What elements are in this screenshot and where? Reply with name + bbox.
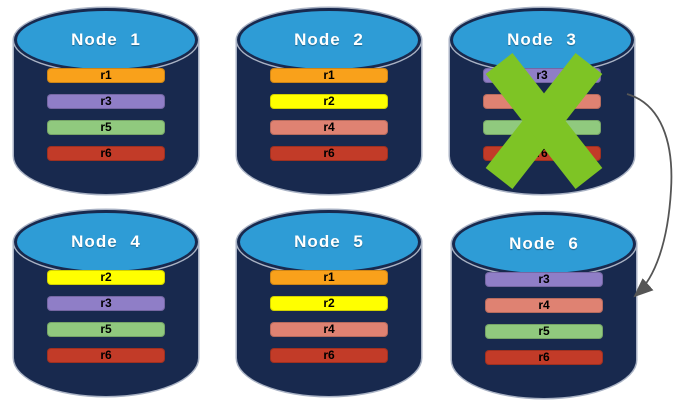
record-rows: r1 r2 r4 r6 bbox=[237, 68, 421, 161]
record-row: r2 bbox=[270, 94, 388, 109]
node-title: Node 3 bbox=[507, 30, 577, 49]
node-title: Node 1 bbox=[71, 30, 141, 49]
record-rows: r2 r3 r5 r6 bbox=[14, 270, 198, 363]
record-row: r6 bbox=[485, 350, 603, 365]
record-row: r4 bbox=[270, 322, 388, 337]
record-row: r4 bbox=[270, 120, 388, 135]
node-cylinder-2: Node 2 r1 r2 r4 r6 bbox=[237, 8, 421, 194]
record-row: r1 bbox=[270, 270, 388, 285]
record-row: r4 bbox=[485, 298, 603, 313]
cylinder-top: Node 4 bbox=[14, 210, 198, 274]
record-row: r6 bbox=[47, 348, 165, 363]
record-row: r3 bbox=[47, 94, 165, 109]
node-cylinder-5: Node 5 r1 r2 r4 r6 bbox=[237, 210, 421, 396]
node-title: Node 5 bbox=[294, 232, 364, 251]
failure-x-mark bbox=[485, 52, 603, 190]
record-row: r1 bbox=[47, 68, 165, 83]
record-row: r5 bbox=[47, 120, 165, 135]
record-row: r6 bbox=[47, 146, 165, 161]
node-cylinder-6: Node 6 r3 r4 r5 r6 bbox=[452, 212, 636, 398]
record-rows: r3 r4 r5 r6 bbox=[452, 272, 636, 365]
record-row: r5 bbox=[485, 324, 603, 339]
cylinder-top: Node 6 bbox=[452, 212, 636, 276]
record-row: r6 bbox=[270, 146, 388, 161]
node-cylinder-1: Node 1 r1 r3 r5 r6 bbox=[14, 8, 198, 194]
node-title: Node 4 bbox=[71, 232, 141, 251]
record-row: r2 bbox=[47, 270, 165, 285]
cylinder-top: Node 1 bbox=[14, 8, 198, 72]
node-cylinder-4: Node 4 r2 r3 r5 r6 bbox=[14, 210, 198, 396]
record-rows: r1 r3 r5 r6 bbox=[14, 68, 198, 161]
record-row: r5 bbox=[47, 322, 165, 337]
cylinder-top: Node 5 bbox=[237, 210, 421, 274]
cylinder-top: Node 2 bbox=[237, 8, 421, 72]
record-row: r3 bbox=[485, 272, 603, 287]
node-title: Node 6 bbox=[509, 234, 579, 253]
node-title: Node 2 bbox=[294, 30, 364, 49]
record-rows: r1 r2 r4 r6 bbox=[237, 270, 421, 363]
record-row: r1 bbox=[270, 68, 388, 83]
record-row: r3 bbox=[47, 296, 165, 311]
record-row: r2 bbox=[270, 296, 388, 311]
record-row: r6 bbox=[270, 348, 388, 363]
